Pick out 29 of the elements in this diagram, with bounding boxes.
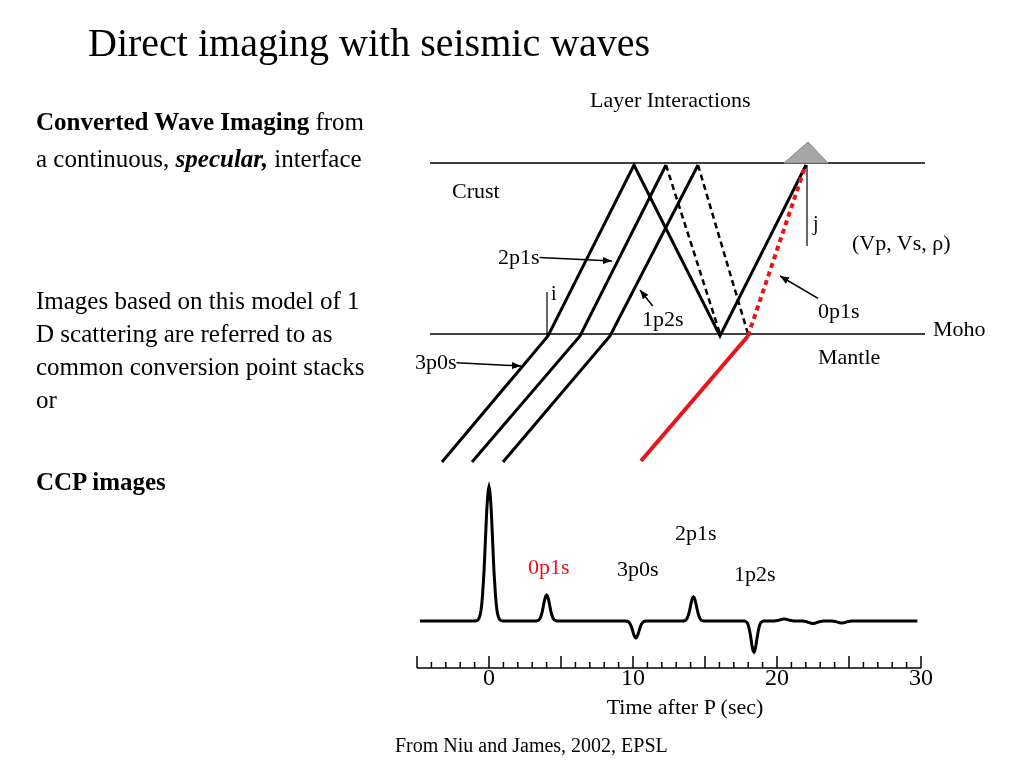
ray-label: 3p0s <box>415 349 457 375</box>
ray-label: 0p1s <box>818 298 860 324</box>
leader-line <box>639 289 654 307</box>
tick-label: 20 <box>765 664 789 692</box>
boundary-label: Moho <box>933 316 986 342</box>
phase-label: 0p1s <box>528 554 570 580</box>
slide-title: Direct imaging with seismic waves <box>88 20 651 66</box>
tick-label: 30 <box>909 664 933 692</box>
phase-label: 1p2s <box>734 561 776 587</box>
ray-label: 2p1s <box>498 244 540 270</box>
angle-label: j <box>813 212 819 235</box>
phase-label: 2p1s <box>675 520 717 546</box>
conclusion-text: CCP images <box>36 468 166 497</box>
tick-label: 10 <box>621 664 645 692</box>
ray-label: 1p2s <box>642 306 684 332</box>
leader-line <box>455 361 522 370</box>
body-paragraph: Images based on this model of 1 D scattering are referred to as common conversion point stacks or <box>36 286 366 415</box>
leader-line <box>779 275 819 300</box>
axis-title: Time after P (sec) <box>606 694 764 720</box>
intro-paragraph: Converted Wave Imaging from a continuous, specular, interface <box>36 107 365 174</box>
figure-heading: Layer Interactions <box>590 87 751 113</box>
layer-label: Mantle <box>818 344 881 370</box>
layer-label: Crust <box>452 178 500 204</box>
angle-label: i <box>551 282 557 305</box>
source-caption: From Niu and James, 2002, EPSL <box>395 734 668 757</box>
phase-label: 3p0s <box>617 556 659 582</box>
tick-label: 0 <box>483 664 495 692</box>
parameter-label: (Vp, Vs, ρ) <box>852 230 951 256</box>
leader-line <box>538 256 613 265</box>
